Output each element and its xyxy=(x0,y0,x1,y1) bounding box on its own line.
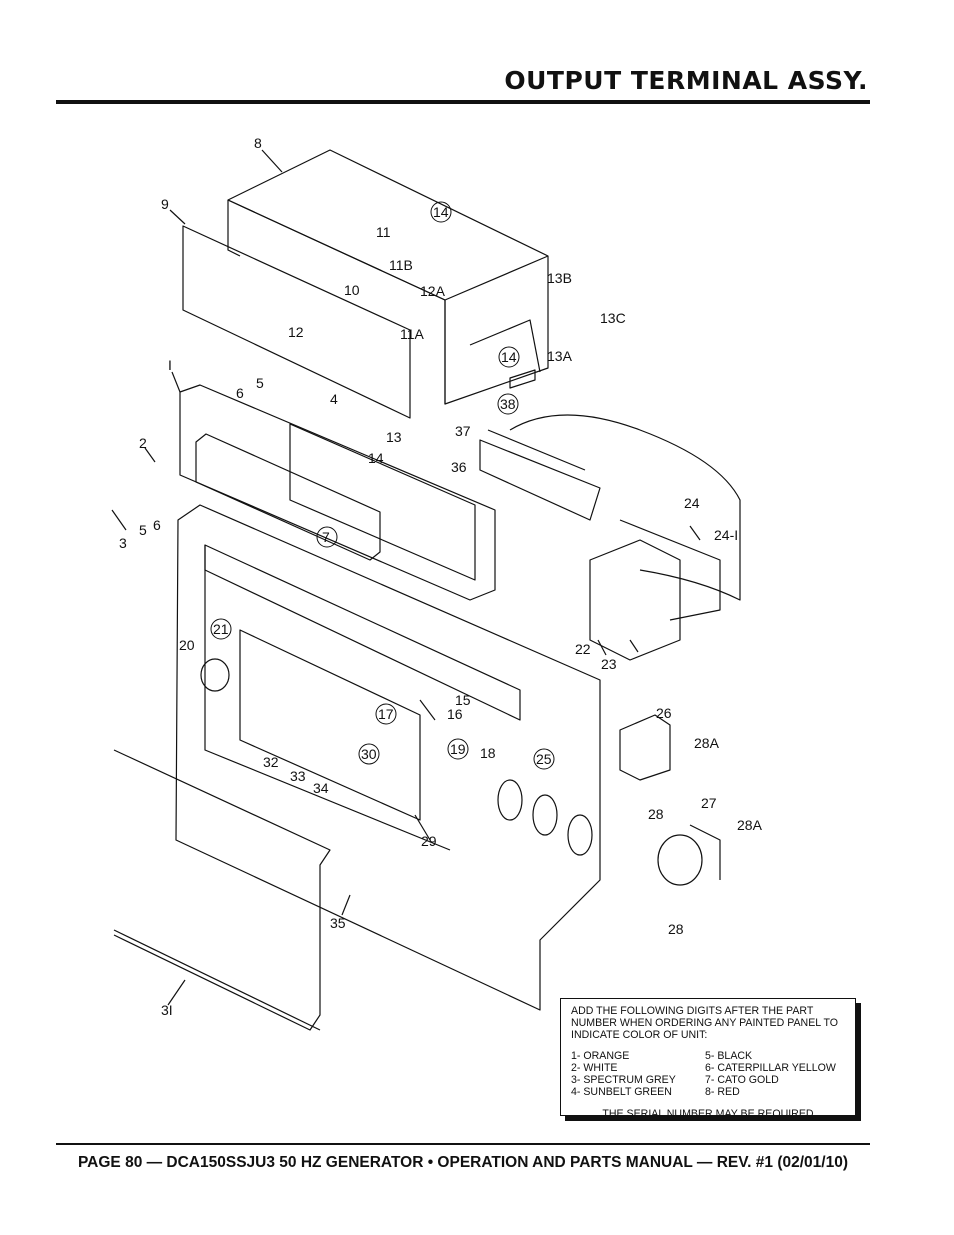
color-item: 5- BLACK xyxy=(705,1049,753,1062)
callout-2: 2 xyxy=(139,435,147,451)
page-title: OUTPUT TERMINAL ASSY. xyxy=(504,66,868,95)
callout-1: I xyxy=(168,357,172,373)
callout-13a: 13A xyxy=(547,348,573,364)
header-rule xyxy=(56,100,870,104)
callout-19: 19 xyxy=(450,741,466,757)
color-item: 6- CATERPILLAR YELLOW xyxy=(705,1061,836,1074)
callout-28-low: 28 xyxy=(668,921,684,937)
callout-12a: 12A xyxy=(420,283,446,299)
footer-rule xyxy=(56,1143,870,1145)
callout-14-top: 14 xyxy=(433,204,449,220)
callout-13b: 13B xyxy=(547,270,572,286)
callout-15: 15 xyxy=(455,692,471,708)
callout-22: 22 xyxy=(575,641,591,657)
serial-note: THE SERIAL NUMBER MAY BE REQUIRED xyxy=(602,1108,814,1121)
callout-17: 17 xyxy=(378,706,394,722)
callout-10: 10 xyxy=(344,282,360,298)
callout-6-left: 6 xyxy=(153,517,161,533)
callout-16: 16 xyxy=(447,706,463,722)
callout-37: 37 xyxy=(455,423,471,439)
callout-23: 23 xyxy=(601,656,617,672)
callout-34: 34 xyxy=(313,780,329,796)
color-code-list: 1- ORANGE 5- BLACK 2- WHITE 6- CATERPILL… xyxy=(571,1050,845,1099)
callout-28a-low: 28A xyxy=(737,817,763,833)
color-item: 7- CATO GOLD xyxy=(705,1074,779,1087)
callout-9: 9 xyxy=(161,196,169,212)
callout-32: 32 xyxy=(263,754,279,770)
note-intro: ADD THE FOLLOWING DIGITS AFTER THE PART … xyxy=(571,1005,839,1042)
callout-36: 36 xyxy=(451,459,467,475)
callout-4: 4 xyxy=(330,391,338,407)
callout-18: 18 xyxy=(480,745,496,761)
callout-33: 33 xyxy=(290,768,306,784)
callout-11b: 11B xyxy=(389,257,413,273)
callout-27: 27 xyxy=(701,795,717,811)
color-item: 2- WHITE xyxy=(571,1061,618,1074)
callout-8: 8 xyxy=(254,135,262,151)
callout-13c: 13C xyxy=(600,310,626,326)
color-item: 3- SPECTRUM GREY xyxy=(571,1074,676,1087)
callout-21: 21 xyxy=(213,621,229,637)
callout-31: 3I xyxy=(161,1002,173,1018)
callout-38: 38 xyxy=(500,396,516,412)
callout-11a: 11A xyxy=(400,326,425,342)
callout-3: 3 xyxy=(119,535,127,551)
callout-12: 12 xyxy=(288,324,304,340)
callout-24-1: 24-I xyxy=(714,527,738,543)
callout-28-mid: 28 xyxy=(648,806,664,822)
color-code-note: ADD THE FOLLOWING DIGITS AFTER THE PART … xyxy=(560,998,856,1120)
callout-13: 13 xyxy=(386,429,402,445)
color-item: 8- RED xyxy=(705,1086,740,1099)
callout-20: 20 xyxy=(179,637,195,653)
page-footer: PAGE 80 — DCA150SSJU3 50 HZ GENERATOR • … xyxy=(77,1154,848,1171)
callout-11: 11 xyxy=(376,224,391,240)
callout-30: 30 xyxy=(361,746,377,762)
callout-6-top: 6 xyxy=(236,385,244,401)
callout-14-mid: 14 xyxy=(501,349,517,365)
callout-5-left: 5 xyxy=(139,522,147,538)
callout-5-top: 5 xyxy=(256,375,264,391)
callout-7: 7 xyxy=(322,529,330,545)
callout-28a-top: 28A xyxy=(694,735,720,751)
color-item: 4- SUNBELT GREEN xyxy=(571,1086,672,1099)
callout-14-low: 14 xyxy=(368,450,384,466)
color-item: 1- ORANGE xyxy=(571,1049,630,1062)
callout-25: 25 xyxy=(536,751,552,767)
callout-29: 29 xyxy=(421,833,437,849)
callout-26: 26 xyxy=(656,705,672,721)
callout-35: 35 xyxy=(330,915,346,931)
callout-24: 24 xyxy=(684,495,700,511)
